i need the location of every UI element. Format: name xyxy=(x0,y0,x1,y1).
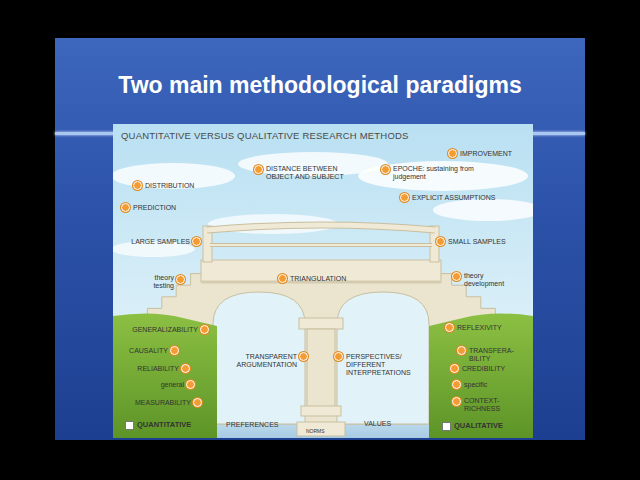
orange-marker xyxy=(448,149,457,158)
paradigm-label: QUALITATIVE xyxy=(454,422,503,430)
bridge-arch xyxy=(213,292,305,424)
cloud xyxy=(113,163,235,189)
orange-marker xyxy=(181,364,190,373)
orange-marker xyxy=(133,181,142,190)
railing-top xyxy=(207,225,435,230)
orange-marker xyxy=(452,397,461,406)
cloud xyxy=(433,199,533,221)
bridge-deck xyxy=(201,260,441,282)
orange-marker xyxy=(193,398,202,407)
orange-marker xyxy=(452,272,461,281)
concept-label: MEASURABILITY xyxy=(135,399,191,407)
concept-label: CONTEXT- RICHNESS xyxy=(464,397,509,413)
concept-label: specific xyxy=(464,381,487,389)
bridge-arch xyxy=(337,292,429,424)
concept-label: REFLEXIVITY xyxy=(457,324,502,332)
orange-marker xyxy=(381,165,390,174)
concept-label: IMPROVEMENT xyxy=(460,150,512,158)
orange-marker xyxy=(299,352,308,361)
orange-marker xyxy=(170,346,179,355)
railing-top xyxy=(207,225,435,230)
base-label: VALUES xyxy=(364,420,391,428)
concept-label: general xyxy=(161,381,184,389)
concept-label: theory development xyxy=(464,272,512,288)
concept-label: RELIABILITY xyxy=(137,365,179,373)
base-label: NORMS xyxy=(306,428,325,434)
orange-marker xyxy=(176,275,185,284)
concept-label: TRANSPARENT ARGUMENTATION xyxy=(225,353,297,369)
concept-label: LARGE SAMPLES xyxy=(131,238,190,246)
concept-label: theory testing xyxy=(144,274,174,290)
railing-middle xyxy=(210,244,432,246)
concept-label: PREDICTION xyxy=(133,204,176,212)
orange-marker xyxy=(400,193,409,202)
concept-label: PERSPECTIVES/ DIFFERENT INTERPRETATIONS xyxy=(346,353,422,377)
concept-label: TRIANGULATION xyxy=(290,275,346,283)
pillar-cap xyxy=(299,318,343,329)
cloud xyxy=(358,161,528,191)
railing-middle xyxy=(210,243,432,247)
concept-label: CAUSALITY xyxy=(129,347,168,355)
orange-marker xyxy=(457,346,466,355)
orange-marker xyxy=(254,165,263,174)
concept-label: TRANSFERA- BILITY xyxy=(469,347,519,363)
grass-bank xyxy=(429,313,533,438)
orange-marker xyxy=(186,380,195,389)
orange-marker xyxy=(334,352,343,361)
concept-label: SMALL SAMPLES xyxy=(448,238,506,246)
concept-label: EXPLICIT ASSUMPTIONS xyxy=(412,194,496,202)
concept-label: EPOCHE: sustaining from judgement xyxy=(393,165,488,181)
pillar xyxy=(307,329,335,409)
grass-bank xyxy=(113,313,217,438)
concept-label: GENERALIZABILITY xyxy=(132,326,198,334)
concept-label: CREDIBILITY xyxy=(462,365,505,373)
orange-marker xyxy=(278,274,287,283)
concept-label: DISTRIBUTION xyxy=(145,182,194,190)
orange-marker xyxy=(121,203,130,212)
paradigm-label: QUANTITATIVE xyxy=(137,421,191,429)
orange-marker xyxy=(445,323,454,332)
illustration-panel: QUANTITATIVE VERSUS QUALITATIVE RESEARCH… xyxy=(113,124,533,438)
checkbox-symbol xyxy=(442,422,451,431)
orange-marker xyxy=(192,237,201,246)
pillar-foot xyxy=(297,422,345,436)
pillar-base xyxy=(301,406,341,416)
orange-marker xyxy=(436,237,445,246)
orange-marker xyxy=(450,364,459,373)
concept-label: DISTANCE BETWEEN OBJECT AND SUBJECT xyxy=(266,165,356,181)
panel-heading: QUANTITATIVE VERSUS QUALITATIVE RESEARCH… xyxy=(121,130,409,141)
orange-marker xyxy=(200,325,209,334)
orange-marker xyxy=(452,380,461,389)
base-label: PREFERENCES xyxy=(226,421,279,429)
slide-title: Two main methodological paradigms xyxy=(55,72,585,99)
checkbox-symbol xyxy=(125,421,134,430)
